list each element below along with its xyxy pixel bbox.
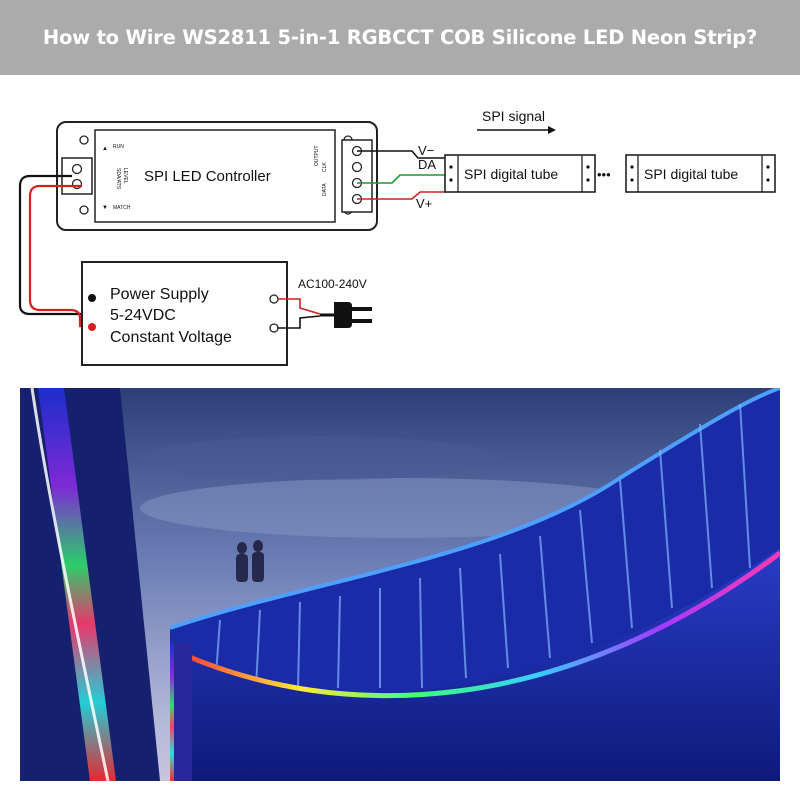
controller-label-output: OUTPUT — [314, 145, 320, 166]
led-bridge-photo — [20, 388, 780, 781]
power-supply-line3: Constant Voltage — [110, 329, 232, 346]
power-wires — [18, 174, 92, 328]
controller-label-level: LEVEL — [122, 168, 128, 184]
pin-label-da: DA — [418, 157, 436, 172]
wiring-diagram: RUN SDA/ATS LEVEL MATCH ▲ ▼ SPI LED Cont… — [18, 108, 776, 366]
pin-label-v-minus: V− — [418, 143, 434, 158]
controller-output-terminal — [341, 139, 373, 213]
pin-label-v-plus: V+ — [416, 196, 432, 211]
controller-title: SPI LED Controller — [144, 168, 271, 185]
tube-1-label: SPI digital tube — [464, 166, 558, 182]
controller-label-match: MATCH — [113, 205, 131, 211]
ac-voltage-label: AC100-240V — [298, 277, 367, 291]
controller-arrow-up: ▲ — [102, 146, 108, 152]
tube-ellipsis: ••• — [597, 167, 611, 182]
power-supply: Power Supply 5-24VDC Constant Voltage — [81, 261, 288, 366]
output-wires — [357, 150, 446, 200]
spi-digital-tube-1: SPI digital tube — [444, 154, 596, 193]
spi-signal-label: SPI signal — [482, 108, 545, 124]
controller-label-run: RUN — [113, 144, 124, 150]
controller-label-sda: SDA/ATS — [115, 168, 121, 190]
page-title: How to Wire WS2811 5-in-1 RGBCCT COB Sil… — [42, 26, 758, 49]
ac-plug-icon — [278, 298, 372, 329]
controller-label-data: DATA — [322, 183, 328, 196]
title-banner: How to Wire WS2811 5-in-1 RGBCCT COB Sil… — [0, 0, 800, 75]
spi-digital-tube-2: SPI digital tube — [625, 154, 776, 193]
power-supply-line2: 5-24VDC — [110, 307, 176, 324]
controller-label-clk: CLK — [322, 162, 328, 172]
spi-led-controller: RUN SDA/ATS LEVEL MATCH ▲ ▼ SPI LED Cont… — [56, 121, 378, 231]
tube-2-label: SPI digital tube — [644, 166, 738, 182]
signal-arrow-icon — [477, 126, 556, 134]
controller-arrow-down: ▼ — [102, 205, 108, 211]
power-supply-line1: Power Supply — [110, 286, 209, 303]
